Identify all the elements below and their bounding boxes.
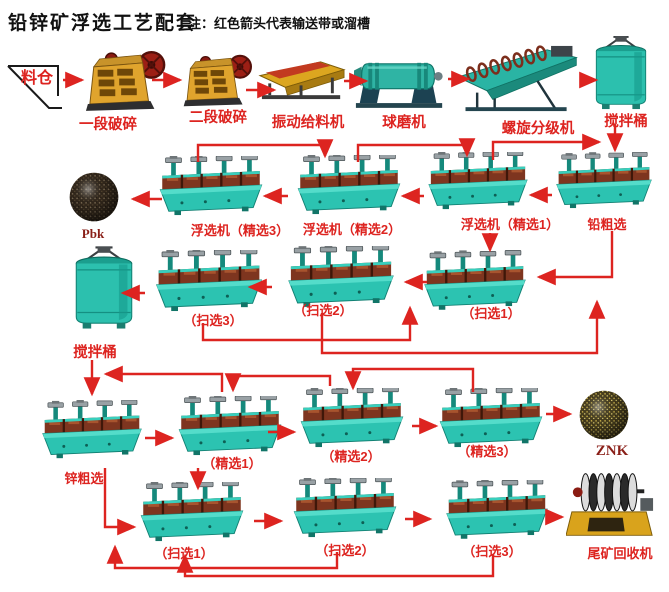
agitation-tank-2-image (72, 244, 136, 332)
tailings-recovery-machine-image (566, 468, 656, 540)
spiral-classifier-image (452, 44, 584, 114)
flotation-pb-rougher-image (556, 152, 652, 210)
label-pb-scav1: （扫选1） (461, 306, 521, 321)
flotation-pb-cleaner3-image (158, 156, 264, 216)
vibrating-feeder-image (256, 58, 350, 103)
label-tailings-recovery: 尾矿回收机 (587, 546, 653, 561)
label-ball-mill: 球磨机 (382, 115, 426, 131)
label-zn-rougher: 锌粗选 (64, 471, 104, 486)
label-zn-cleaner1: （精选1） (202, 456, 262, 471)
flotation-zn-cleaner2-image (298, 388, 406, 448)
label-zn-cleaner2: （精选2） (321, 449, 381, 464)
label-vibrating-feeder: 振动给料机 (271, 115, 345, 131)
label-zn-scav3: （扫选3） (462, 544, 522, 559)
label-primary-crushing: 一段破碎 (79, 117, 137, 133)
label-lead-concentrate: Pbk (81, 226, 105, 241)
label-spiral-classifier: 螺旋分级机 (501, 121, 575, 137)
label-pb-cleaner2: 浮选机（精选2） (302, 222, 402, 237)
ball-mill-image (354, 55, 446, 109)
jaw-crusher-primary-image (84, 50, 170, 113)
label-zn-cleaner3: （精选3） (457, 444, 517, 459)
label-agitation-tank-2: 搅拌桶 (73, 345, 117, 361)
label-ore-bin: 料仓 (21, 70, 54, 87)
flotation-pb-scav2-image (288, 246, 394, 308)
agitation-tank-1-image (592, 36, 650, 110)
flotation-zn-scav1-image (140, 482, 244, 542)
label-agitation-tank-1: 搅拌桶 (604, 114, 648, 130)
label-pb-scav3: （扫选3） (183, 313, 243, 328)
page-title: 铅锌矿浮选工艺配套 (8, 13, 198, 34)
zinc-concentrate-image (576, 388, 632, 442)
label-zinc-concentrate: ZNK (595, 443, 629, 459)
flotation-pb-cleaner2-image (296, 155, 402, 215)
flotation-zn-cleaner3-image (438, 388, 544, 448)
label-pb-scav2: （扫选2） (293, 303, 353, 318)
label-secondary-crushing: 二段破碎 (189, 110, 247, 126)
jaw-crusher-secondary-image (182, 54, 256, 108)
label-pb-cleaner1: 浮选机（精选1） (460, 217, 560, 232)
label-zn-scav1: （扫选1） (154, 546, 214, 561)
flotation-zn-cleaner1-image (178, 396, 282, 456)
label-pb-cleaner3: 浮选机（精选3） (190, 223, 290, 238)
label-pb-rougher: 铅粗选 (587, 217, 627, 232)
flotation-zn-scav2-image (293, 478, 397, 538)
flotation-zn-rougher-image (42, 400, 142, 460)
label-zn-scav2: （扫选2） (315, 543, 375, 558)
flotation-zn-scav3-image (446, 480, 548, 540)
flotation-pb-cleaner1-image (428, 152, 528, 210)
lead-concentrate-image (66, 170, 122, 224)
flotation-pb-scav3-image (155, 250, 263, 312)
legend-note: 注：红色箭头代表输送带或溜槽 (188, 16, 371, 31)
